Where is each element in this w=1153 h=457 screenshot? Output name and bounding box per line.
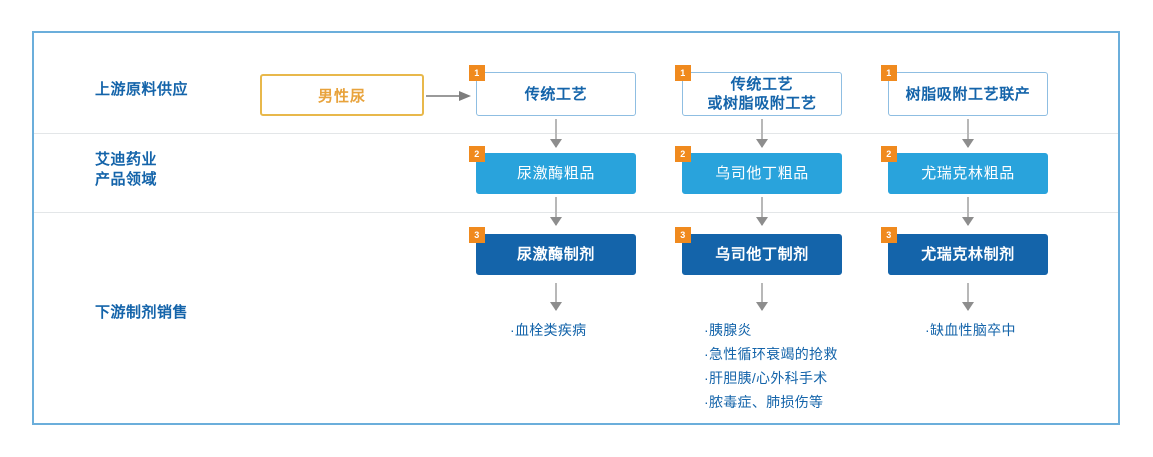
- product-node-urokinase: 3 尿激酶制剂: [469, 227, 636, 275]
- step-badge: 3: [881, 227, 897, 243]
- arrow-line: [967, 283, 969, 310]
- arrow-head: [459, 91, 471, 101]
- step-badge: 2: [675, 146, 691, 162]
- connector-arrow-down-icon: [962, 197, 974, 226]
- arrow-line: [426, 95, 464, 97]
- arrow-line: [555, 197, 557, 225]
- row-label-downstream: 下游制剂销售: [95, 304, 189, 321]
- row-divider-1: [34, 133, 1118, 134]
- node-label: 乌司他丁粗品: [715, 165, 809, 182]
- process-node-urokinase: 1 传统工艺: [469, 65, 636, 116]
- step-badge: 2: [469, 146, 485, 162]
- arrow-head: [550, 302, 562, 311]
- indication-list-urolinkin: ·缺血性脑卒中: [925, 322, 1016, 338]
- step-badge: 2: [881, 146, 897, 162]
- source-node-male-urine: 男性尿: [260, 74, 424, 116]
- process-node-urolinkin: 1 树脂吸附工艺联产: [881, 65, 1048, 116]
- crude-node-urolinkin: 2 尤瑞克林粗品: [881, 146, 1048, 194]
- crude-node-ulinastatin: 2 乌司他丁粗品: [675, 146, 842, 194]
- crude-node-urokinase: 2 尿激酶粗品: [469, 146, 636, 194]
- arrow-head: [962, 217, 974, 226]
- connector-arrow-down-icon: [756, 283, 768, 311]
- arrow-line: [555, 119, 557, 147]
- node-label: 传统工艺: [524, 85, 588, 103]
- connector-arrow-down-icon: [550, 119, 562, 148]
- arrow-head: [550, 217, 562, 226]
- process-node-ulinastatin: 1 传统工艺 或树脂吸附工艺: [675, 65, 842, 116]
- step-badge: 3: [469, 227, 485, 243]
- product-node-ulinastatin: 3 乌司他丁制剂: [675, 227, 842, 275]
- connector-arrow-down-icon: [756, 119, 768, 148]
- arrow-line: [761, 283, 763, 310]
- connector-arrow-down-icon: [756, 197, 768, 226]
- arrow-head: [962, 302, 974, 311]
- connector-arrow-down-icon: [550, 197, 562, 226]
- connector-arrow-down-icon: [962, 283, 974, 311]
- arrow-head: [756, 217, 768, 226]
- arrow-line: [761, 119, 763, 147]
- step-badge: 1: [881, 65, 897, 81]
- flow-arrow-right-icon: [426, 91, 474, 101]
- node-label: 传统工艺 或树脂吸附工艺: [707, 76, 817, 112]
- indication-list-ulinastatin: ·胰腺炎 ·急性循环衰竭的抢救 ·肝胆胰/心外科手术 ·脓毒症、肺损伤等: [704, 322, 838, 410]
- arrow-line: [761, 197, 763, 225]
- arrow-head: [756, 139, 768, 148]
- connector-arrow-down-icon: [550, 283, 562, 311]
- node-label: 尿激酶粗品: [516, 165, 595, 182]
- step-badge: 1: [675, 65, 691, 81]
- step-badge: 1: [469, 65, 485, 81]
- row-label-upstream: 上游原料供应: [95, 81, 189, 98]
- indication-list-urokinase: ·血栓类疾病: [510, 322, 587, 338]
- arrow-line: [967, 119, 969, 147]
- arrow-head: [756, 302, 768, 311]
- node-label: 尤瑞克林制剂: [921, 246, 1015, 263]
- row-label-products: 艾迪药业 产品领域: [95, 151, 158, 188]
- node-label: 乌司他丁制剂: [715, 246, 809, 263]
- step-badge: 3: [675, 227, 691, 243]
- connector-arrow-down-icon: [962, 119, 974, 148]
- node-label: 尤瑞克林粗品: [921, 165, 1015, 182]
- arrow-head: [550, 139, 562, 148]
- product-node-urolinkin: 3 尤瑞克林制剂: [881, 227, 1048, 275]
- row-divider-2: [34, 212, 1118, 213]
- node-label: 尿激酶制剂: [516, 246, 595, 263]
- arrow-line: [555, 283, 557, 310]
- arrow-head: [962, 139, 974, 148]
- diagram-frame: [32, 31, 1120, 425]
- node-label: 树脂吸附工艺联产: [905, 85, 1031, 103]
- arrow-line: [967, 197, 969, 225]
